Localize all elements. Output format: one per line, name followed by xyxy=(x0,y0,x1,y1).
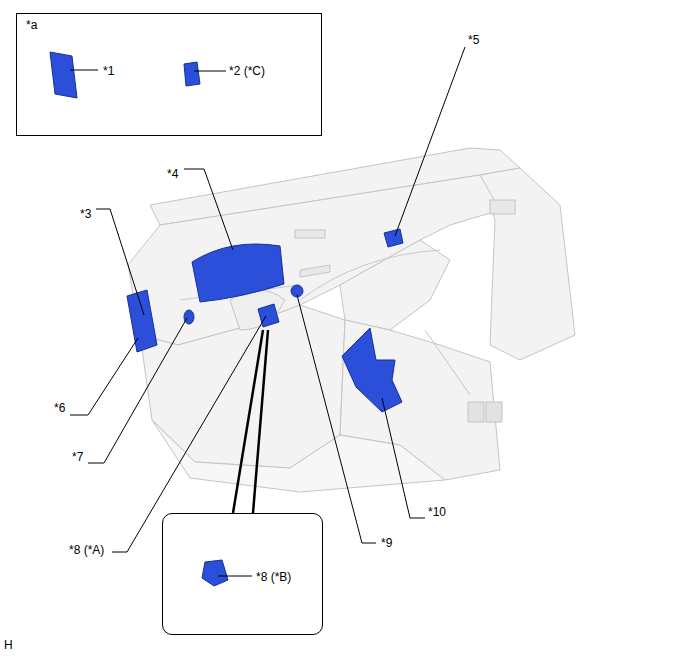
inset-box: *a *1 *2 (*C) xyxy=(16,13,322,136)
callout-number: *4 xyxy=(167,167,178,181)
callout-number: *2 (*C) xyxy=(229,64,265,78)
callout-number: *9 xyxy=(381,536,392,550)
callout-number: *8 (*B) xyxy=(256,570,291,584)
callout-number: *10 xyxy=(428,505,446,519)
callout-number: *5 xyxy=(468,33,479,47)
callout-number: *6 xyxy=(54,401,65,415)
figure-code: H xyxy=(4,638,13,652)
callout-number: *1 xyxy=(103,64,114,78)
inset-tag: *a xyxy=(26,18,37,32)
callout-number: *8 (*A) xyxy=(69,543,104,557)
callout-number: *7 xyxy=(72,450,83,464)
inset-box: *8 (*B) xyxy=(162,513,323,635)
callout-number: *3 xyxy=(80,207,91,221)
